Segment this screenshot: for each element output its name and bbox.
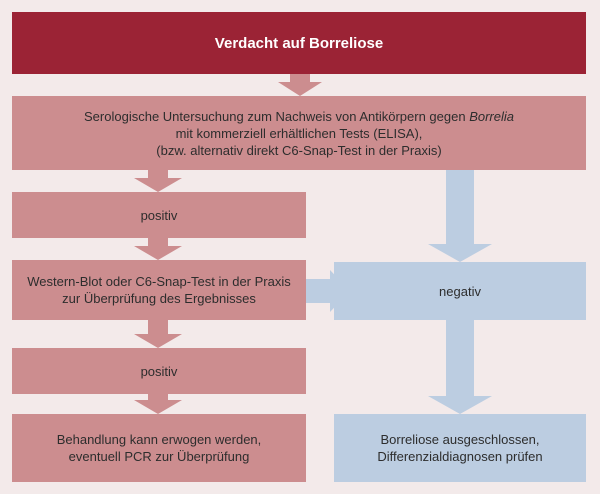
negative-box: negativ	[334, 262, 586, 320]
arrow-serology-to-positive	[134, 170, 182, 192]
treatment-line-2: eventuell PCR zur Überprüfung	[68, 449, 250, 464]
excluded-line-1: Borreliose ausgeschlossen,	[380, 432, 540, 447]
western-blot-box: Western-Blot oder C6-Snap-Test in der Pr…	[12, 260, 306, 320]
positive-label-1: positiv	[140, 207, 178, 223]
arrow-positive-to-treatment	[134, 394, 182, 414]
serology-line-2: mit kommerziell erhältlichen Tests (ELIS…	[175, 125, 423, 141]
positive-box-1: positiv	[12, 192, 306, 238]
arrow-negative-to-excluded	[428, 320, 492, 414]
western-blot-line-1: Western-Blot oder C6-Snap-Test in der Pr…	[27, 274, 291, 289]
treatment-box: Behandlung kann erwogen werden, eventuel…	[12, 414, 306, 482]
treatment-line-1: Behandlung kann erwogen werden,	[56, 432, 262, 447]
arrow-positive-to-westernblot	[134, 238, 182, 260]
negative-label: negativ	[439, 283, 481, 299]
arrow-serology-to-negative	[428, 170, 492, 262]
suspicion-text: Verdacht auf Borreliose	[214, 34, 384, 52]
suspicion-box: Verdacht auf Borreliose	[12, 12, 586, 74]
serology-line-3: (bzw. alternativ direkt C6-Snap-Test in …	[156, 142, 442, 158]
positive-box-2: positiv	[12, 348, 306, 394]
arrow-top-to-serology	[278, 74, 322, 96]
positive-label-2: positiv	[140, 363, 178, 379]
western-blot-line-2: zur Überprüfung des Ergebnisses	[62, 291, 256, 306]
excluded-box: Borreliose ausgeschlossen, Differenziald…	[334, 414, 586, 482]
arrow-westernblot-to-positive	[134, 320, 182, 348]
serology-line-1: Serologische Untersuchung zum Nachweis v…	[84, 108, 514, 125]
serology-line-1-italic: Borrelia	[469, 108, 514, 124]
excluded-line-2: Differenzialdiagnosen prüfen	[377, 449, 543, 464]
serology-box: Serologische Untersuchung zum Nachweis v…	[12, 96, 586, 170]
serology-line-1-text: Serologische Untersuchung zum Nachweis v…	[84, 108, 470, 124]
